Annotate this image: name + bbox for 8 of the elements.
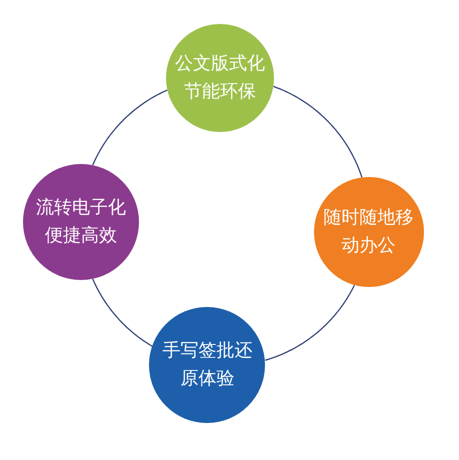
ring-arc	[92, 90, 168, 166]
ring-arc	[92, 278, 153, 347]
circle-label: 公文版式化节能环保	[174, 52, 266, 104]
ring-arc	[265, 284, 355, 361]
ring-arc	[273, 86, 362, 178]
circle-label: 手写签批还原体验	[162, 339, 254, 391]
circle-label: 流转电子化便捷高效	[35, 196, 127, 248]
circle-label: 随时随地移动办公	[322, 206, 415, 258]
